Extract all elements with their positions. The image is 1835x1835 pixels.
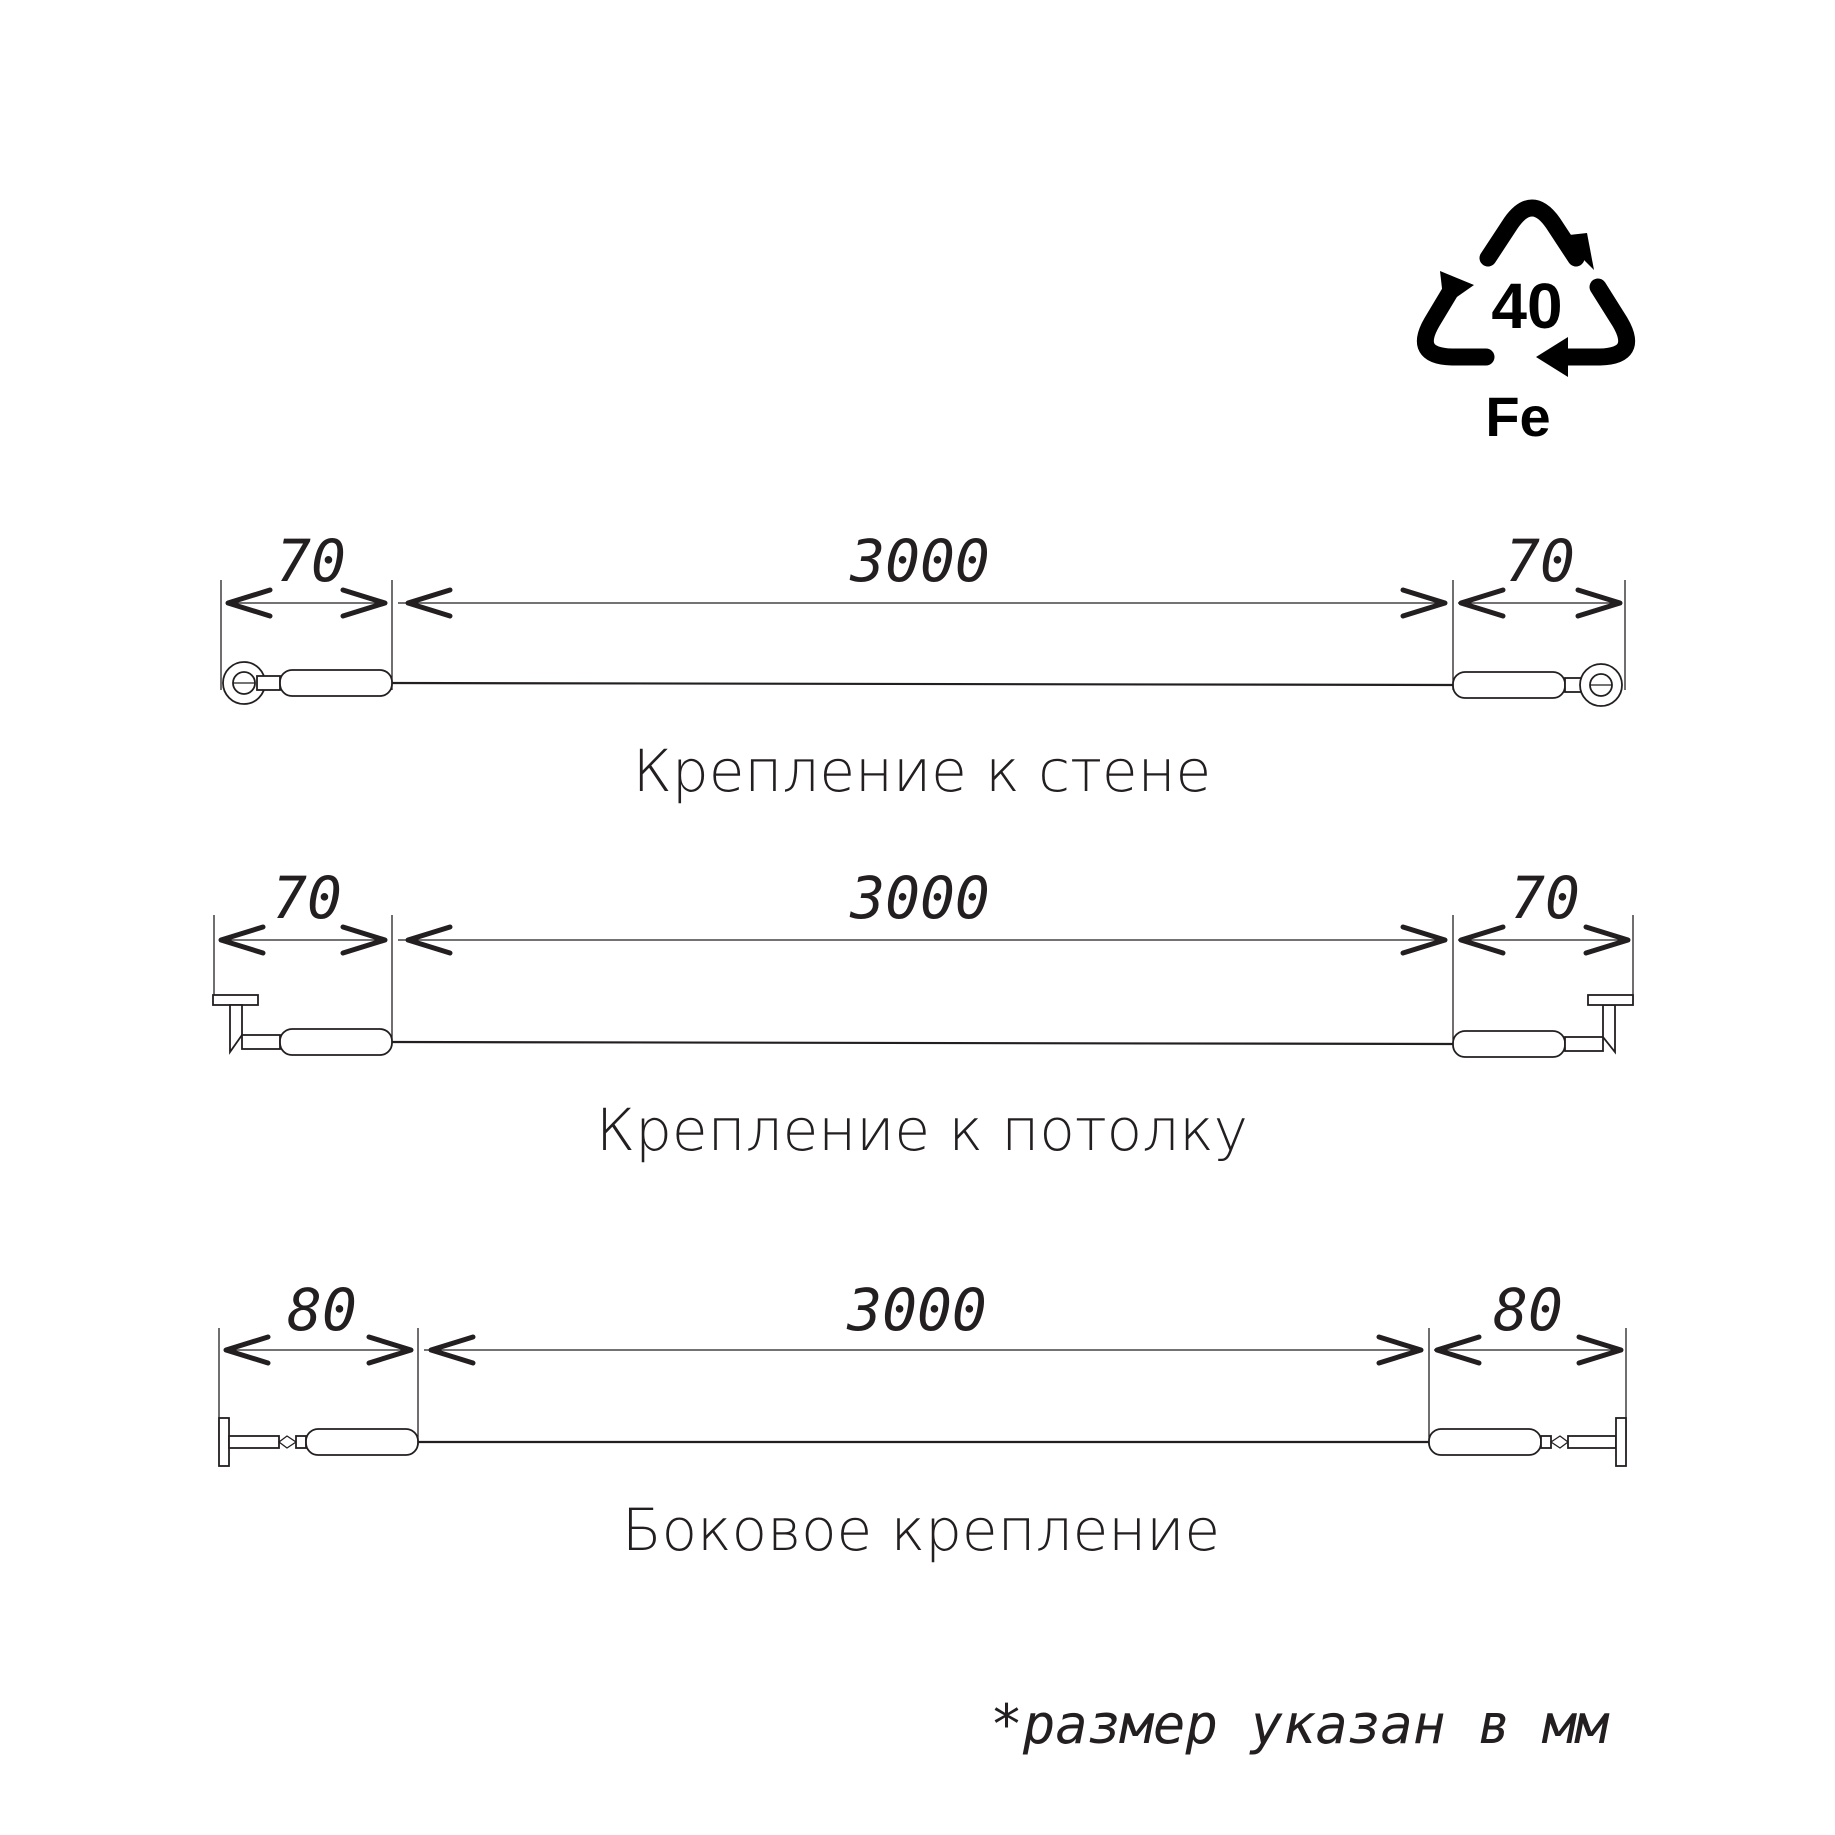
cable-tensioner-right bbox=[1452, 671, 1566, 699]
ceiling-bracket-left bbox=[212, 994, 281, 1055]
dimension-left: 70 bbox=[272, 864, 342, 932]
material-label: Fe bbox=[1485, 385, 1550, 448]
dimension-right: 80 bbox=[1493, 1276, 1563, 1344]
wall-bracket-right bbox=[1564, 663, 1623, 707]
recycling-arrowheads bbox=[1440, 233, 1594, 377]
caption-side-mount: Боковое крепление bbox=[622, 1496, 1220, 1564]
dimension-center: 3000 bbox=[849, 527, 990, 595]
cable-tensioner-left bbox=[279, 1028, 393, 1056]
wall-bracket-left bbox=[222, 661, 281, 705]
units-note: *размер указан в мм bbox=[990, 1693, 1609, 1756]
dimension-lines bbox=[220, 580, 1626, 690]
ceiling-bracket-right bbox=[1564, 994, 1634, 1055]
dimension-lines bbox=[213, 915, 1634, 1040]
dimension-right: 70 bbox=[1510, 864, 1580, 932]
dimension-left: 70 bbox=[276, 527, 346, 595]
cable-tensioner-left bbox=[305, 1428, 419, 1456]
caption-wall-mount: Крепление к стене bbox=[633, 737, 1211, 805]
recycling-triangle-icon bbox=[1416, 199, 1636, 366]
recycling-symbol: 40 Fe bbox=[1416, 199, 1636, 448]
cable-wire bbox=[391, 681, 1454, 687]
wall-mount-diagram: 70 3000 70 Крепление к стене bbox=[220, 527, 1626, 805]
side-bracket-left bbox=[218, 1417, 307, 1467]
cable-tensioner-right bbox=[1452, 1030, 1566, 1058]
cable-tensioner-right bbox=[1428, 1428, 1542, 1456]
side-bracket-right bbox=[1540, 1417, 1627, 1467]
caption-ceiling-mount: Крепление к потолку bbox=[596, 1096, 1248, 1164]
dimension-center: 3000 bbox=[849, 864, 990, 932]
side-mount-diagram: 80 3000 80 Боковое крепление bbox=[218, 1276, 1627, 1564]
dimension-left: 80 bbox=[287, 1276, 357, 1344]
dimension-center: 3000 bbox=[846, 1276, 987, 1344]
ceiling-mount-diagram: 70 3000 70 Крепление к потолку bbox=[212, 864, 1634, 1164]
dimension-lines bbox=[218, 1328, 1627, 1445]
cable-wire bbox=[391, 1040, 1454, 1046]
recycling-code: 40 bbox=[1491, 270, 1562, 342]
cable-tensioner-left bbox=[279, 669, 393, 697]
dimension-right: 70 bbox=[1505, 527, 1575, 595]
